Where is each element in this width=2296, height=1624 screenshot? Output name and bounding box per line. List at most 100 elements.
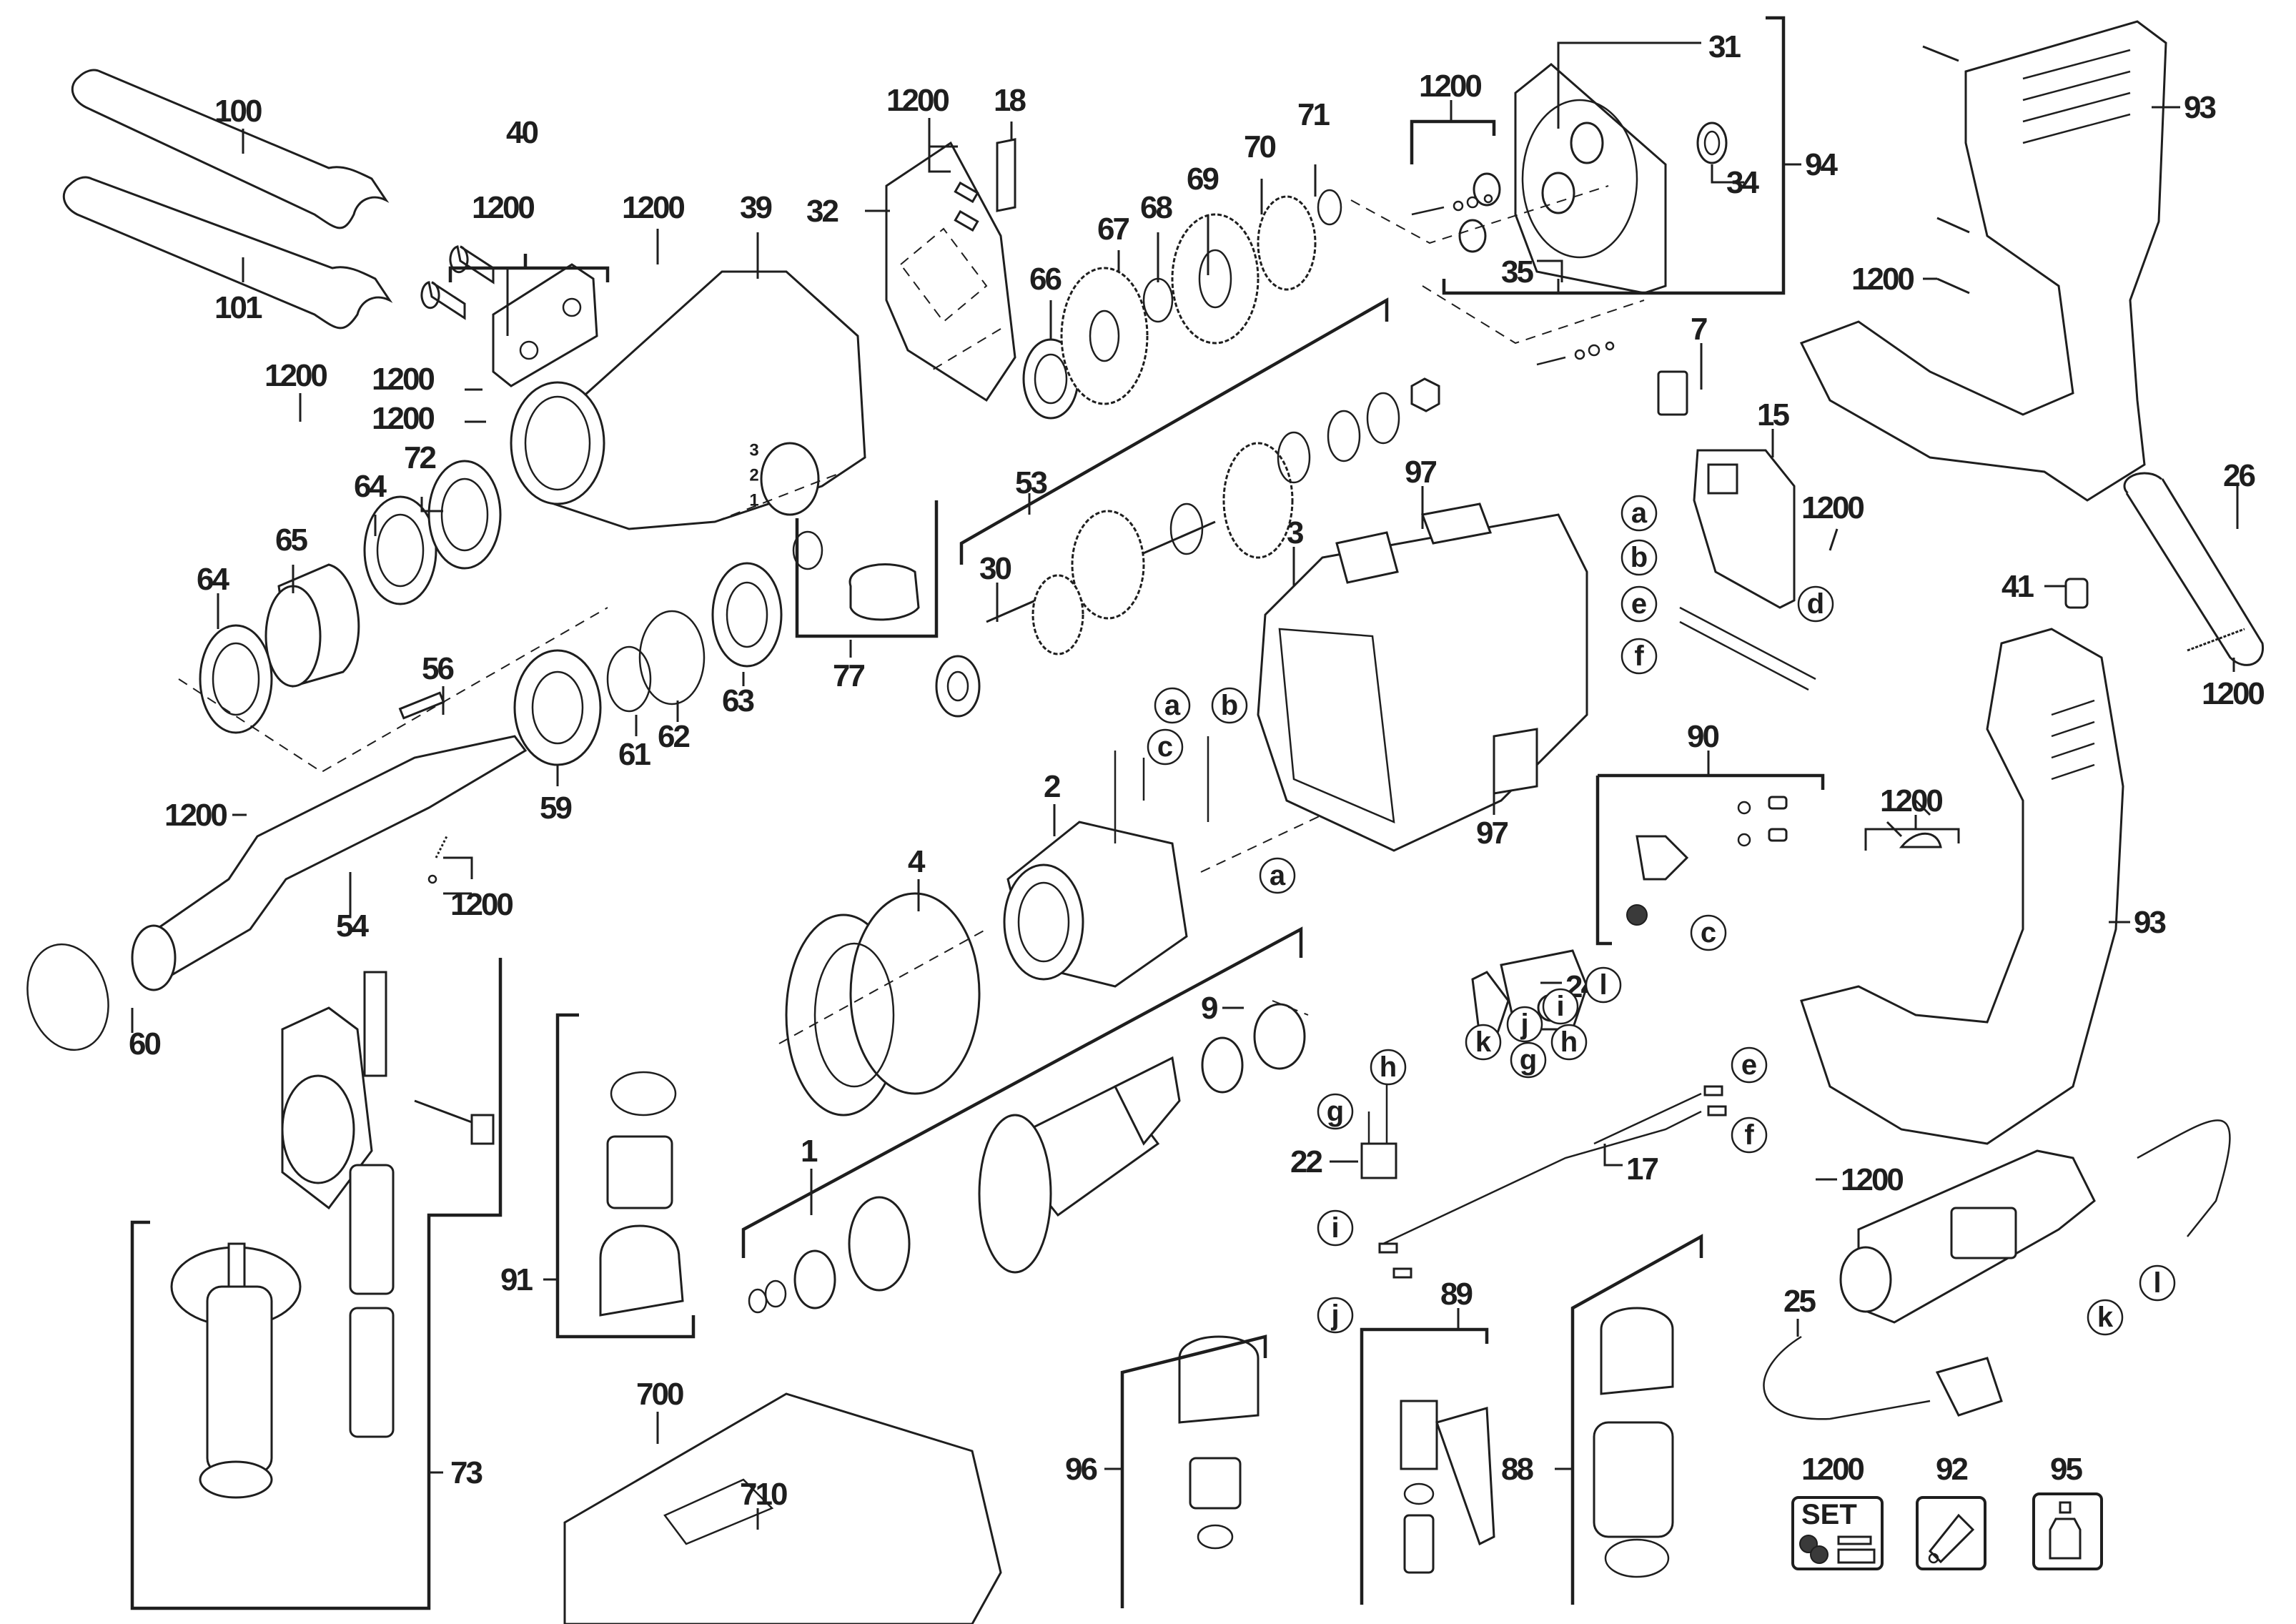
callout-59[interactable]: 59 <box>540 791 573 826</box>
callout-67[interactable]: 67 <box>1097 212 1131 247</box>
callout-61[interactable]: 61 <box>618 737 653 772</box>
callout-25[interactable]: 25 <box>1783 1284 1818 1319</box>
callout-34[interactable]: 34 <box>1726 165 1761 200</box>
capacitor-22 <box>1360 1083 1397 1179</box>
callout-1200[interactable]: 1200 <box>1880 783 1944 818</box>
callout-56[interactable]: 56 <box>422 651 455 686</box>
callout-1200[interactable]: 1200 <box>472 190 536 225</box>
callout-31[interactable]: 31 <box>1708 29 1743 64</box>
callout-32[interactable]: 32 <box>806 194 840 229</box>
callout-39[interactable]: 39 <box>740 190 773 225</box>
circlip-61 <box>606 645 652 713</box>
callout-18[interactable]: 18 <box>994 83 1028 118</box>
callout-100[interactable]: 100 <box>214 94 264 129</box>
callout-64[interactable]: 64 <box>354 469 389 504</box>
callout-1200[interactable]: 1200 <box>1419 69 1483 104</box>
callout-1200[interactable]: 1200 <box>372 401 436 436</box>
callout-26[interactable]: 26 <box>2223 458 2257 493</box>
callout-35[interactable]: 35 <box>1501 254 1535 289</box>
callout-40[interactable]: 40 <box>506 115 540 150</box>
callout-90[interactable]: 90 <box>1687 719 1721 754</box>
spring-1200 <box>427 836 448 884</box>
callout-77[interactable]: 77 <box>833 658 866 693</box>
callout-63[interactable]: 63 <box>722 683 756 718</box>
callout-89[interactable]: 89 <box>1440 1277 1474 1312</box>
callout-72[interactable]: 72 <box>404 440 437 475</box>
callout-3[interactable]: 3 <box>1287 515 1305 550</box>
circlip-62 <box>638 610 706 705</box>
callout-4[interactable]: 4 <box>908 844 928 879</box>
callout-101[interactable]: 101 <box>214 290 264 325</box>
callout-1200[interactable]: 1200 <box>886 83 951 118</box>
callout-1200[interactable]: 1200 <box>1841 1162 1905 1197</box>
callout-1200[interactable]: 1200 <box>264 358 329 393</box>
callout-62[interactable]: 62 <box>658 719 691 754</box>
circlip-60 <box>26 943 109 1051</box>
callout-66[interactable]: 66 <box>1029 262 1063 297</box>
callout-30[interactable]: 30 <box>979 551 1013 586</box>
side-handle-73 <box>170 1242 302 1499</box>
cable-17 <box>1378 1085 1727 1279</box>
callout-labels: 100 101 40 1200 1200 39 1200 1200 1200 7… <box>129 29 2266 1512</box>
screw-set-flange-lower <box>1536 341 1615 366</box>
callout-97[interactable]: 97 <box>1476 816 1510 851</box>
svg-text:c: c <box>1701 917 1716 949</box>
callout-97[interactable]: 97 <box>1405 455 1438 490</box>
callout-91[interactable]: 91 <box>500 1262 535 1297</box>
marker-g: g <box>1510 1041 1547 1079</box>
ring-72 <box>427 460 502 570</box>
wire-markers: a b c a a b e f d c l i j h k g h g e f … <box>1147 495 2176 1336</box>
callout-60[interactable]: 60 <box>129 1026 162 1061</box>
callout-1[interactable]: 1 <box>801 1134 820 1169</box>
svg-text:l: l <box>2153 1267 2161 1299</box>
callout-93[interactable]: 93 <box>2184 90 2217 125</box>
callout-2[interactable]: 2 <box>1044 769 1062 804</box>
grease-tube-icon[interactable] <box>1916 1496 1986 1570</box>
service-set-icon[interactable]: SET <box>1791 1496 1884 1570</box>
callout-1200[interactable]: 1200 <box>1801 1452 1866 1487</box>
callout-17[interactable]: 17 <box>1626 1152 1660 1187</box>
callout-15[interactable]: 15 <box>1757 397 1791 432</box>
callout-93[interactable]: 93 <box>2134 905 2167 940</box>
callout-1200[interactable]: 1200 <box>372 362 436 397</box>
callout-70[interactable]: 70 <box>1244 129 1277 164</box>
callout-96[interactable]: 96 <box>1065 1452 1099 1487</box>
callout-65[interactable]: 65 <box>275 523 310 558</box>
svg-text:i: i <box>1331 1212 1339 1244</box>
water-fitting-96 <box>1178 1335 1260 1550</box>
marker-g: g <box>1317 1093 1354 1130</box>
callout-710[interactable]: 710 <box>740 1477 789 1512</box>
callout-54[interactable]: 54 <box>336 908 371 944</box>
callout-53[interactable]: 53 <box>1015 465 1049 500</box>
callout-1200[interactable]: 1200 <box>2202 676 2266 711</box>
callout-1200[interactable]: 1200 <box>164 798 229 833</box>
callout-1200[interactable]: 1200 <box>450 887 515 922</box>
callout-700[interactable]: 700 <box>636 1377 686 1412</box>
callout-94[interactable]: 94 <box>1805 147 1840 182</box>
marker-l: l <box>1585 966 1622 1004</box>
callout-69[interactable]: 69 <box>1187 162 1220 197</box>
brush-holder-90 <box>1626 796 1788 926</box>
svg-text:d: d <box>1807 588 1824 620</box>
callout-1200[interactable]: 1200 <box>1851 262 1916 297</box>
callout-71[interactable]: 71 <box>1297 97 1332 132</box>
control-board-15 <box>1679 449 1816 691</box>
svg-text:g: g <box>1520 1044 1537 1076</box>
callout-64[interactable]: 64 <box>197 562 232 597</box>
callout-95[interactable]: 95 <box>2050 1452 2084 1487</box>
callout-41[interactable]: 41 <box>2001 569 2036 604</box>
callout-68[interactable]: 68 <box>1140 190 1174 225</box>
ring-71 <box>1317 189 1342 226</box>
callout-92[interactable]: 92 <box>1936 1452 1969 1487</box>
leader-lines <box>130 16 2239 1610</box>
callout-1200[interactable]: 1200 <box>1801 490 1866 525</box>
svg-text:a: a <box>1631 497 1648 529</box>
marker-i: i <box>1542 988 1579 1025</box>
callout-73[interactable]: 73 <box>450 1455 484 1490</box>
callout-1200[interactable]: 1200 <box>622 190 686 225</box>
callout-9[interactable]: 9 <box>1201 991 1219 1026</box>
callout-7[interactable]: 7 <box>1691 312 1709 347</box>
callout-88[interactable]: 88 <box>1501 1452 1535 1487</box>
callout-22[interactable]: 22 <box>1290 1144 1324 1179</box>
oil-bottle-icon[interactable] <box>2032 1492 2103 1570</box>
